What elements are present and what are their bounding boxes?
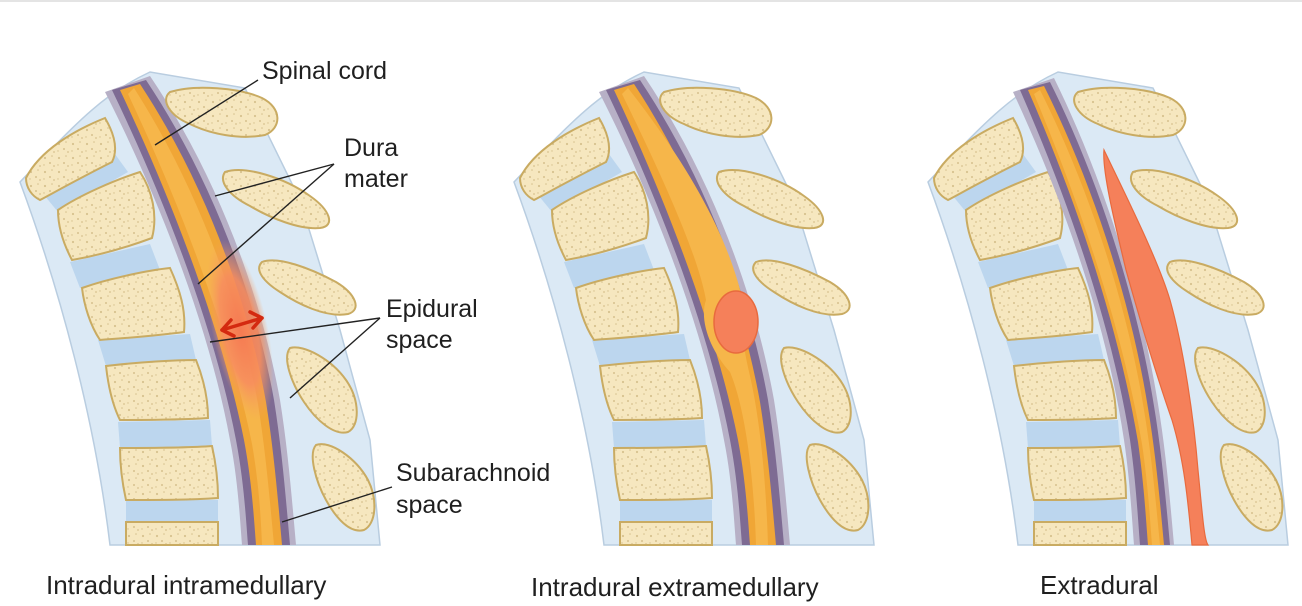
vertebral-bodies bbox=[518, 116, 714, 546]
width-arrow bbox=[220, 310, 264, 338]
intervertebral-discs bbox=[534, 150, 712, 522]
intramedullary-tumor bbox=[206, 239, 274, 421]
label-epidural-line2: space bbox=[386, 326, 453, 354]
extramedullary-tumor bbox=[713, 290, 759, 354]
spinous-processes bbox=[1073, 86, 1284, 532]
label-dura-line1: Dura bbox=[344, 134, 399, 162]
caption-extradural: Extradural bbox=[1040, 570, 1159, 600]
intervertebral-discs bbox=[948, 150, 1126, 522]
panel-extramedullary bbox=[513, 71, 875, 546]
vertebral-bodies bbox=[24, 116, 220, 546]
caption-intramedullary: Intradural intramedullary bbox=[46, 570, 327, 600]
leader-lines bbox=[154, 79, 393, 523]
label-subarachnoid-line2: space bbox=[396, 491, 463, 519]
label-subarachnoid-line1: Subarachnoid bbox=[396, 459, 551, 487]
label-spinal-cord: Spinal cord bbox=[262, 57, 388, 85]
spinous-processes bbox=[165, 86, 376, 532]
label-dura-line2: mater bbox=[344, 165, 408, 193]
extradural-tumor bbox=[1103, 147, 1210, 546]
vertebral-bodies bbox=[932, 116, 1128, 546]
panel-extradural bbox=[927, 71, 1289, 546]
spinous-processes bbox=[659, 86, 870, 532]
caption-extramedullary: Intradural extramedullary bbox=[531, 572, 819, 602]
label-epidural-line1: Epidural bbox=[386, 295, 478, 323]
panel-intramedullary bbox=[19, 71, 393, 546]
top-border bbox=[0, 0, 1302, 2]
